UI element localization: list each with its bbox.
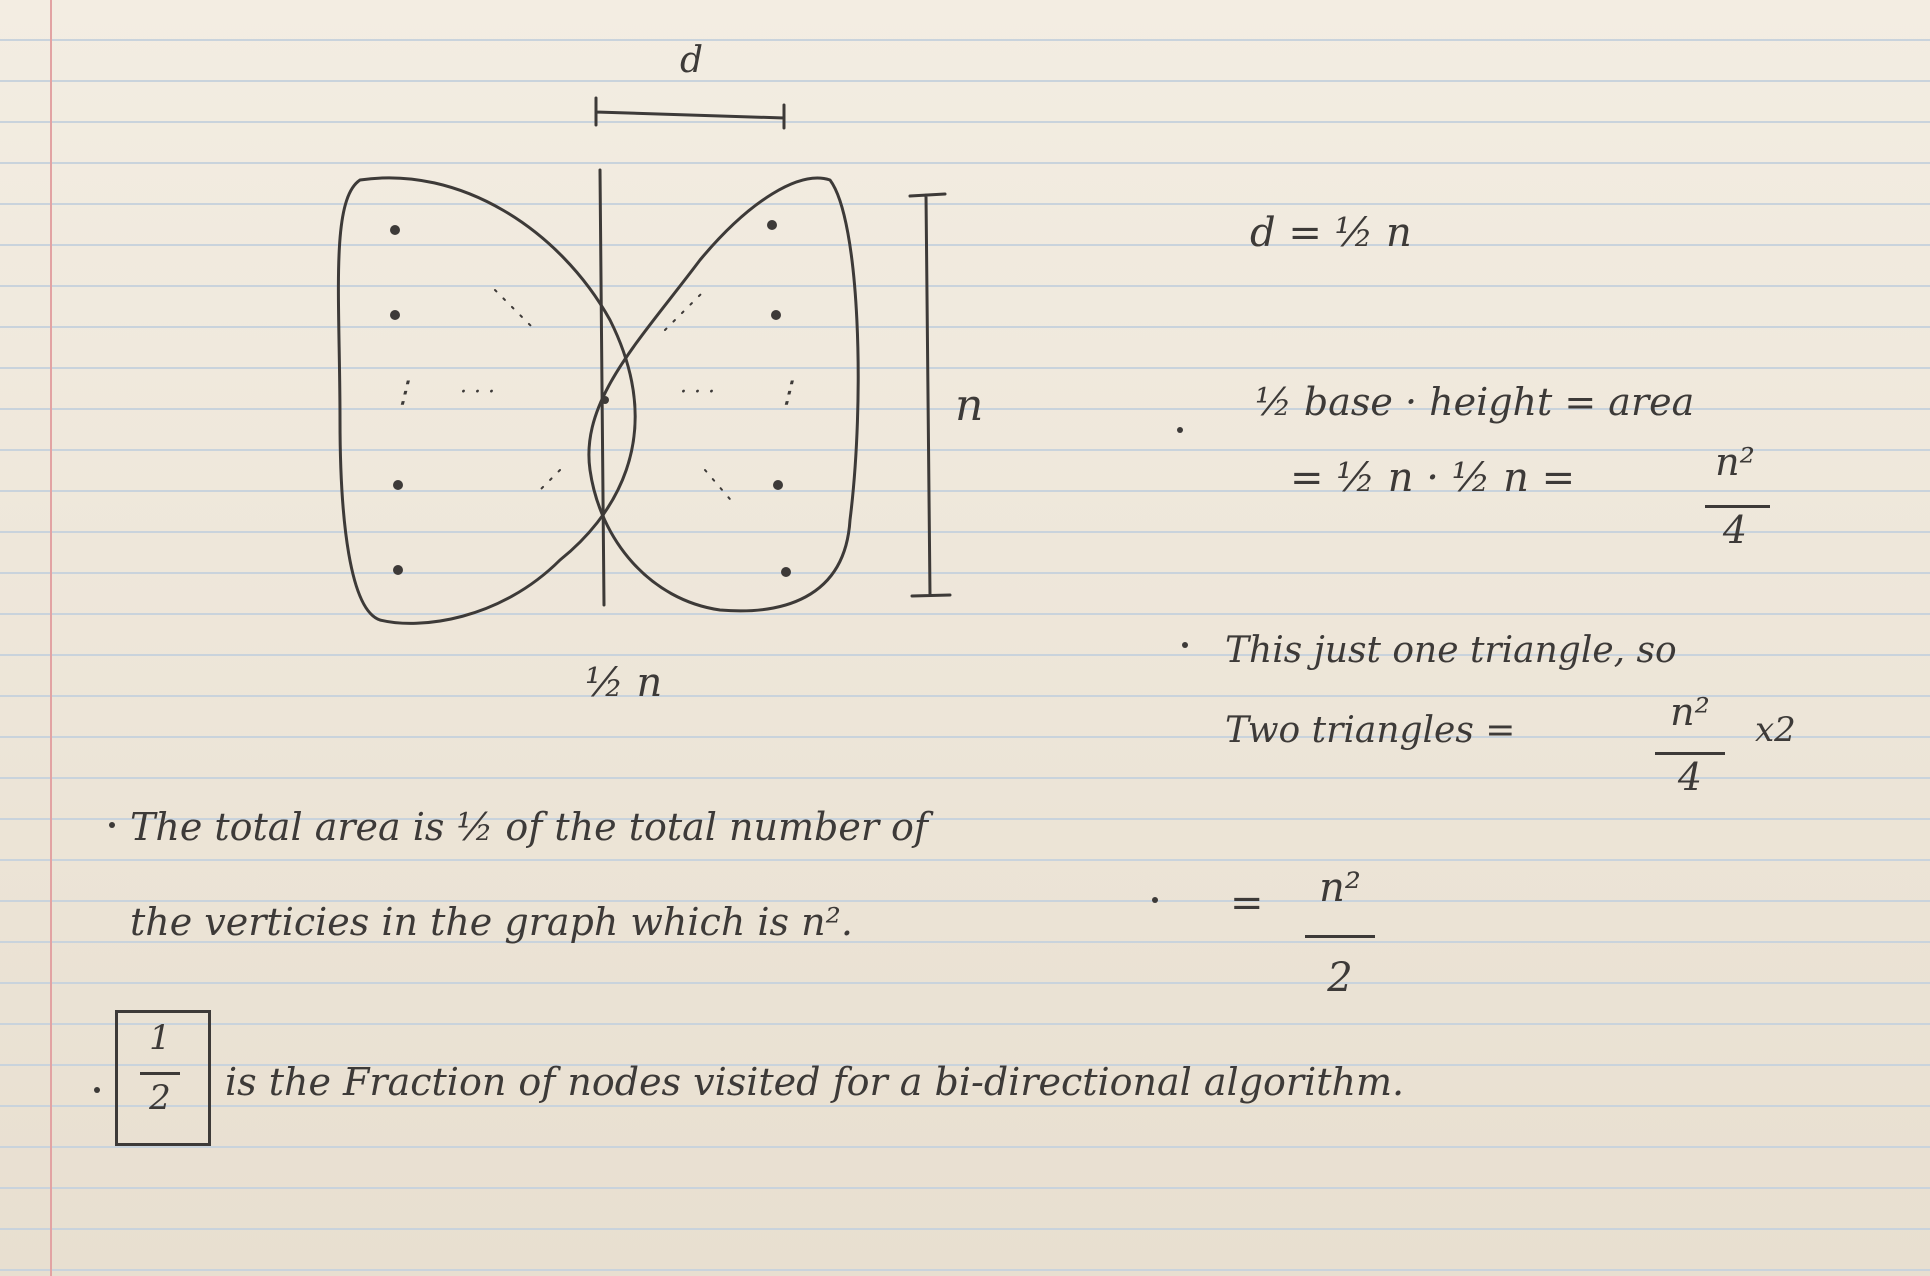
left-loop [336, 176, 637, 625]
answer-box [115, 1010, 211, 1146]
two-triangles: Two triangles = [1225, 710, 1516, 751]
divider-line [598, 168, 606, 607]
conclusion-text: is the Fraction of nodes visited for a b… [225, 1060, 1405, 1104]
total-area-line2: the verticies in the graph which is n². [130, 900, 853, 944]
n-label: n [955, 380, 984, 431]
triangle-note: This just one triangle, so [1225, 630, 1677, 671]
vertical-dots: ⋮ [388, 375, 418, 410]
d-definition: d = ½ n [1250, 210, 1412, 256]
fraction-denominator: 4 [1722, 508, 1748, 552]
times-two: x2 [1755, 710, 1796, 750]
fraction-numerator: n² [1319, 865, 1361, 911]
area-formula: ½ base · height = area [1255, 380, 1695, 424]
result-equals: = [1230, 880, 1264, 926]
fraction-bar [1655, 752, 1725, 755]
fraction-numerator: n² [1715, 440, 1755, 484]
boxed-fraction-bar [140, 1072, 180, 1075]
boxed-denominator: 2 [149, 1078, 171, 1118]
vertical-dots: ⋮ [772, 375, 802, 410]
horizontal-dots: · · · [680, 380, 715, 405]
d-bracket [594, 96, 786, 130]
n-bracket [908, 192, 952, 598]
margin-line [50, 0, 52, 1276]
fraction-numerator: n² [1670, 690, 1710, 734]
fraction-denominator: 4 [1677, 755, 1703, 799]
right-loop [587, 176, 860, 613]
half-n-label: ½ n [585, 660, 663, 706]
fraction-denominator: 2 [1327, 955, 1353, 1001]
total-area-line1: The total area is ½ of the total number … [130, 805, 928, 849]
d-label: d [680, 40, 704, 81]
horizontal-dots: · · · [460, 380, 495, 405]
area-substitution: = ½ n · ½ n = [1290, 455, 1576, 501]
fraction-bar [1705, 505, 1770, 508]
boxed-numerator: 1 [149, 1018, 171, 1058]
fraction-bar [1305, 935, 1375, 938]
